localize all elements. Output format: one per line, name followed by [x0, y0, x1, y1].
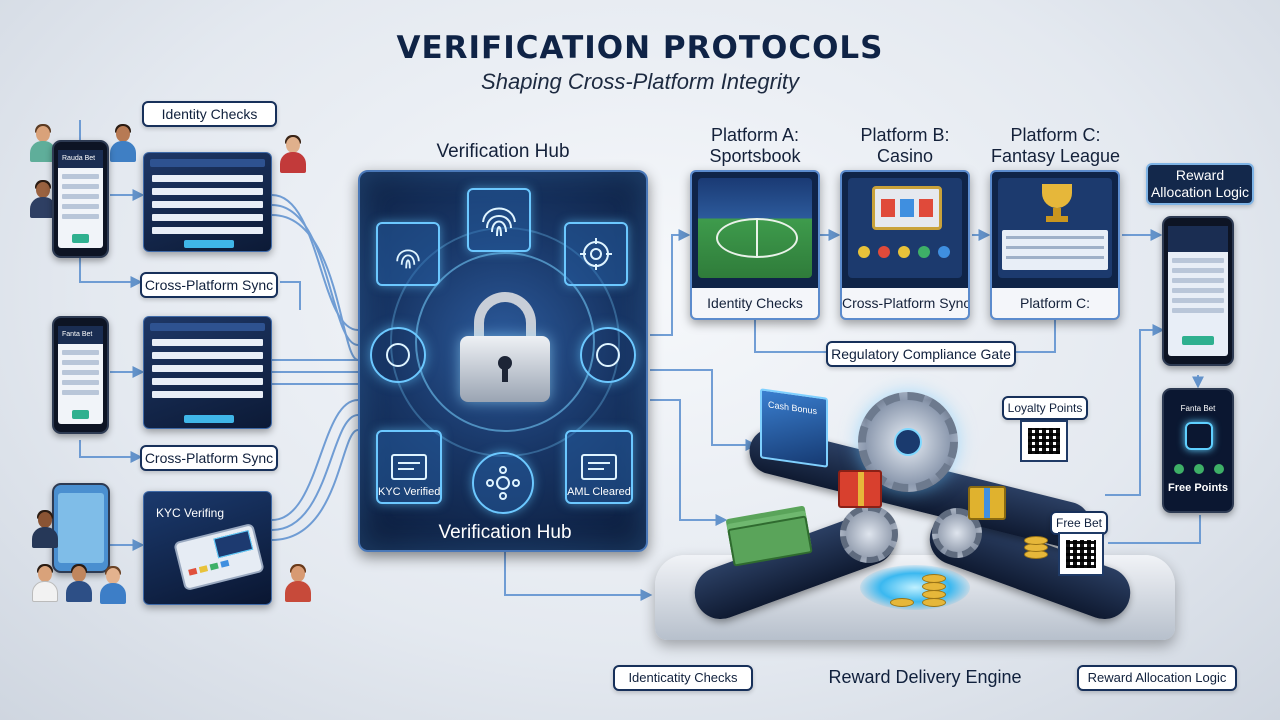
cross-platform-sync-label: Cross-Platform Sync — [140, 445, 278, 471]
mobile-app-phone: Fanta Bet — [52, 316, 109, 434]
cross-platform-sync-label: Cross-Platform Sync — [140, 272, 278, 298]
rewards-phone — [1162, 216, 1234, 366]
user-avatar — [30, 180, 56, 218]
page-subtitle: Shaping Cross-Platform Integrity — [481, 69, 799, 94]
platform-a-card: Identity Checks — [690, 170, 820, 320]
gift-box-icon — [968, 486, 1006, 520]
coin-icon — [922, 582, 946, 591]
tablet-device — [52, 483, 110, 573]
coin-icon — [922, 598, 946, 607]
stadium-icon — [698, 178, 812, 278]
user-avatar — [32, 510, 58, 548]
user-avatar — [32, 564, 58, 602]
coin-icon — [1024, 536, 1048, 545]
user-avatar — [110, 124, 136, 162]
small-gear-icon — [840, 505, 898, 563]
trophy-icon — [998, 178, 1112, 278]
scan-node-icon — [580, 327, 636, 383]
sync-dashboard — [143, 316, 272, 429]
user-avatar — [285, 564, 311, 602]
free-points-phone: Fanta Bet Free Points — [1162, 388, 1234, 513]
cash-bonus-screen: Cash Bonus — [760, 388, 828, 468]
user-avatar — [280, 135, 306, 173]
verification-hub-panel: KYC Verified AML Cleared Verification Hu… — [358, 170, 648, 552]
phone-app-name: Rauda Bet — [58, 150, 103, 168]
kyc-verifying-text: KYC Verifing — [156, 506, 225, 520]
platform-a-title: Platform A: Sportsbook — [709, 125, 801, 166]
glow-core — [860, 565, 970, 610]
reward-scan-icon — [1185, 422, 1213, 450]
phone-app-name: Fanta Bet — [58, 326, 103, 344]
payment-terminal-icon — [173, 522, 265, 592]
kyc-terminal-card: KYC Verifing — [143, 491, 272, 605]
reward-allocation-logic-label: Reward Allocation Logic — [1146, 163, 1254, 205]
regulatory-compliance-gate: Regulatory Compliance Gate — [826, 341, 1016, 367]
hub-label: Verification Hub — [438, 522, 572, 543]
aml-cleared-badge: AML Cleared — [565, 430, 633, 504]
coin-icon — [890, 598, 914, 607]
phone-app-name: Fanta Bet — [1180, 404, 1216, 413]
coin-icon — [922, 574, 946, 583]
user-avatar — [66, 564, 92, 602]
identity-check-dashboard — [143, 152, 272, 252]
loyalty-points-label: Loyalty Points — [1002, 396, 1088, 420]
platform-b-title: Platform B: Casino — [860, 125, 950, 166]
platform-c-card: Platform C: — [990, 170, 1120, 320]
coin-icon — [922, 590, 946, 599]
padlock-icon — [460, 292, 550, 402]
fingerprint-icon — [376, 222, 440, 286]
network-node-icon — [472, 452, 534, 514]
loyalty-qr-code — [1020, 420, 1068, 462]
reward-delivery-engine-label: Reward Delivery Engine — [828, 667, 1022, 687]
identicatity-checks-label: Identicatity Checks — [613, 665, 753, 691]
free-bet-qr-code — [1058, 532, 1104, 576]
free-points-text: Free Points — [1168, 482, 1228, 494]
platform-c-title: Platform C: Fantasy League — [990, 125, 1121, 166]
fingerprint-icon — [467, 188, 531, 252]
mobile-app-phone: Rauda Bet — [52, 140, 109, 258]
user-avatar — [100, 566, 126, 604]
user-avatar — [30, 124, 56, 162]
scan-node-icon — [370, 327, 426, 383]
platform-b-card: Cross-Platform Sync — [840, 170, 970, 320]
reward-allocation-logic-bottom-label: Reward Allocation Logic — [1077, 665, 1237, 691]
slot-machine-icon — [848, 178, 962, 278]
kyc-verified-badge: KYC Verified — [376, 430, 442, 504]
biometric-face-icon — [564, 222, 628, 286]
free-bet-label: Free Bet — [1050, 511, 1108, 535]
page-title: VERIFICATION PROTOCOLS — [396, 30, 884, 66]
gift-box-icon — [838, 470, 882, 508]
identity-checks-label: Identity Checks — [142, 101, 277, 127]
hub-heading: Verification Hub — [436, 141, 570, 162]
